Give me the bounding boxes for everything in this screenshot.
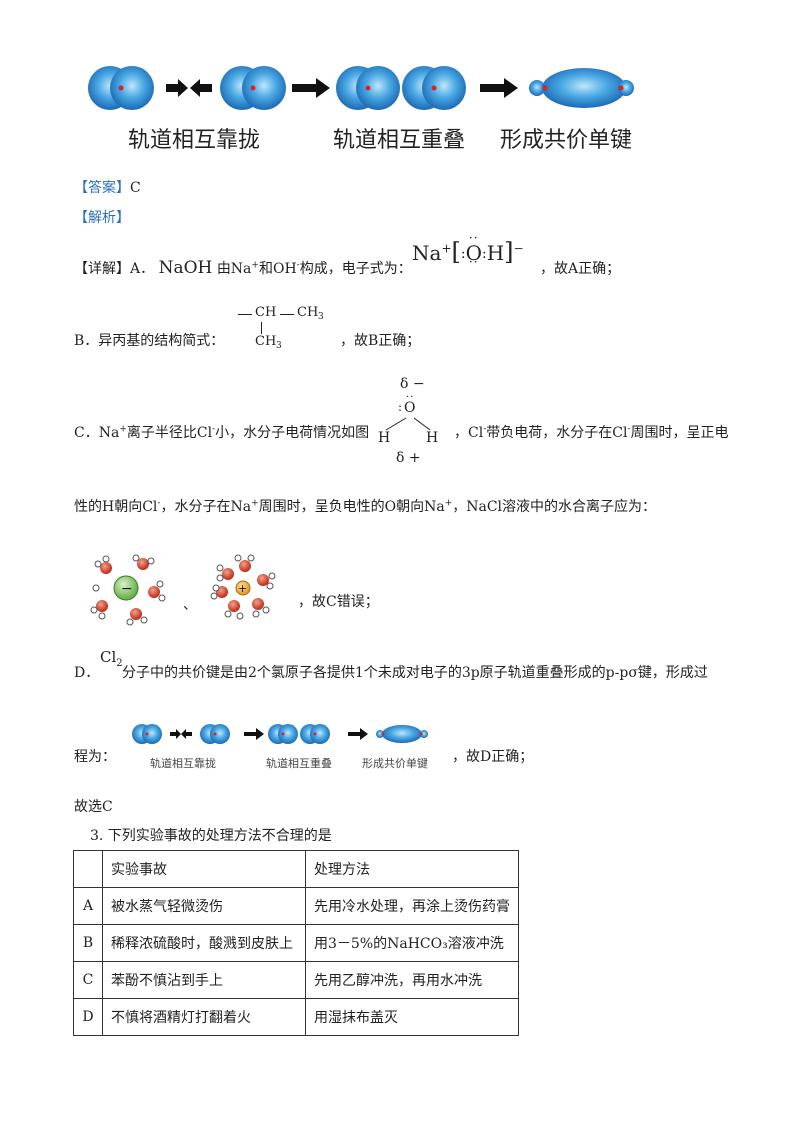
option-c-conclusion: ，故C错误； bbox=[298, 594, 379, 610]
orbital-pair-approaching bbox=[88, 66, 154, 110]
option-d-text: 分子中的共价键是由2个氯原子各提供1个未成对电子的3p原子轨道重叠形成的p-pσ… bbox=[122, 665, 708, 681]
arrow-left-icon bbox=[190, 79, 212, 97]
option-b-conclusion: ，故B正确； bbox=[340, 333, 421, 349]
water-charge-figure: δ − ·· : O H H δ + bbox=[378, 376, 439, 466]
table-row: D 不慎将酒精灯打翻着火 用湿抹布盖灭 bbox=[73, 998, 519, 1036]
figure-label-overlapping: 轨道相互重叠 bbox=[333, 128, 466, 153]
svg-text:+: + bbox=[238, 582, 247, 595]
table-header-row: 实验事故 处理方法 bbox=[73, 850, 519, 888]
answer-label: 【答案】 bbox=[74, 180, 130, 196]
header-method: 处理方法 bbox=[305, 850, 519, 888]
hydrated-sodium-ion: + bbox=[210, 554, 276, 620]
orbital-overlap-figure bbox=[88, 66, 634, 110]
orbital-overlap-small-figure bbox=[132, 724, 428, 744]
table-row: C 苯酚不慎沾到手上 先用乙醇冲洗，再用水冲洗 bbox=[73, 961, 519, 999]
option-c-line2: 性的H朝向Cl-，水分子在Na+周围时，呈负电性的O朝向Na+，NaCl溶液中的… bbox=[74, 498, 657, 515]
option-b-text: B．异丙基的结构简式： bbox=[74, 333, 225, 349]
hydrated-chloride-ion: − bbox=[90, 554, 166, 626]
analysis-label: 【解析】 bbox=[74, 210, 130, 226]
hydrated-ions-figure: − + bbox=[90, 554, 276, 626]
isopropyl-structure: CH CH 3 CH 3 bbox=[238, 302, 338, 352]
small-label-overlapping: 轨道相互重叠 bbox=[266, 757, 332, 770]
sigma-bond-orbital bbox=[529, 68, 634, 108]
arrow-right-icon bbox=[480, 78, 518, 98]
question-3-text: 3. 下列实验事故的处理方法不合理的是 bbox=[90, 828, 332, 844]
ions-separator: 、 bbox=[183, 597, 197, 613]
option-c-line1-end: ，Cl-带负电荷，水分子在Cl-周围时，呈正电 bbox=[454, 424, 729, 441]
option-a-line: 【详解】A． NaOH 由Na+和OH-构成，电子式为： bbox=[74, 258, 412, 278]
naoh-formula: NaOH bbox=[158, 258, 213, 278]
naoh-electron-formula: Na+[:O:····H]− bbox=[412, 231, 524, 269]
option-d-prefix: D． bbox=[74, 665, 100, 681]
answer-value: C bbox=[130, 180, 141, 196]
cl2-formula: Cl2 bbox=[100, 648, 123, 669]
orbital-overlap bbox=[336, 66, 466, 110]
option-d-conclusion: ，故D正确； bbox=[452, 749, 534, 765]
accident-table: 实验事故 处理方法 A 被水蒸气轻微烫伤 先用冷水处理，再涂上烫伤药膏 B 稀释… bbox=[73, 850, 519, 1036]
option-d-line2: 程为： bbox=[74, 749, 116, 765]
svg-text:−: − bbox=[121, 581, 133, 597]
option-c-line1: C．Na+离子半径比Cl-小，水分子电荷情况如图 bbox=[74, 424, 370, 441]
option-a-conclusion: ，故A正确； bbox=[540, 261, 621, 277]
figure-label-single-bond: 形成共价单键 bbox=[500, 128, 633, 153]
arrow-right-icon bbox=[166, 79, 188, 97]
arrow-right-icon bbox=[292, 78, 330, 98]
small-label-approaching: 轨道相互靠拢 bbox=[150, 757, 216, 770]
orbital-pair-approaching-2 bbox=[220, 66, 286, 110]
table-row: A 被水蒸气轻微烫伤 先用冷水处理，再涂上烫伤药膏 bbox=[73, 887, 519, 925]
final-choice: 故选C bbox=[74, 799, 113, 815]
answer-line: 【答案】C bbox=[74, 177, 141, 197]
detail-label: 【详解】 bbox=[74, 261, 130, 277]
header-accident: 实验事故 bbox=[102, 850, 306, 888]
table-row: B 稀释浓硫酸时，酸溅到皮肤上 用3－5%的NaHCO₃溶液冲洗 bbox=[73, 924, 519, 962]
small-label-single-bond: 形成共价单键 bbox=[362, 757, 428, 770]
figure-label-approaching: 轨道相互靠拢 bbox=[128, 128, 261, 153]
